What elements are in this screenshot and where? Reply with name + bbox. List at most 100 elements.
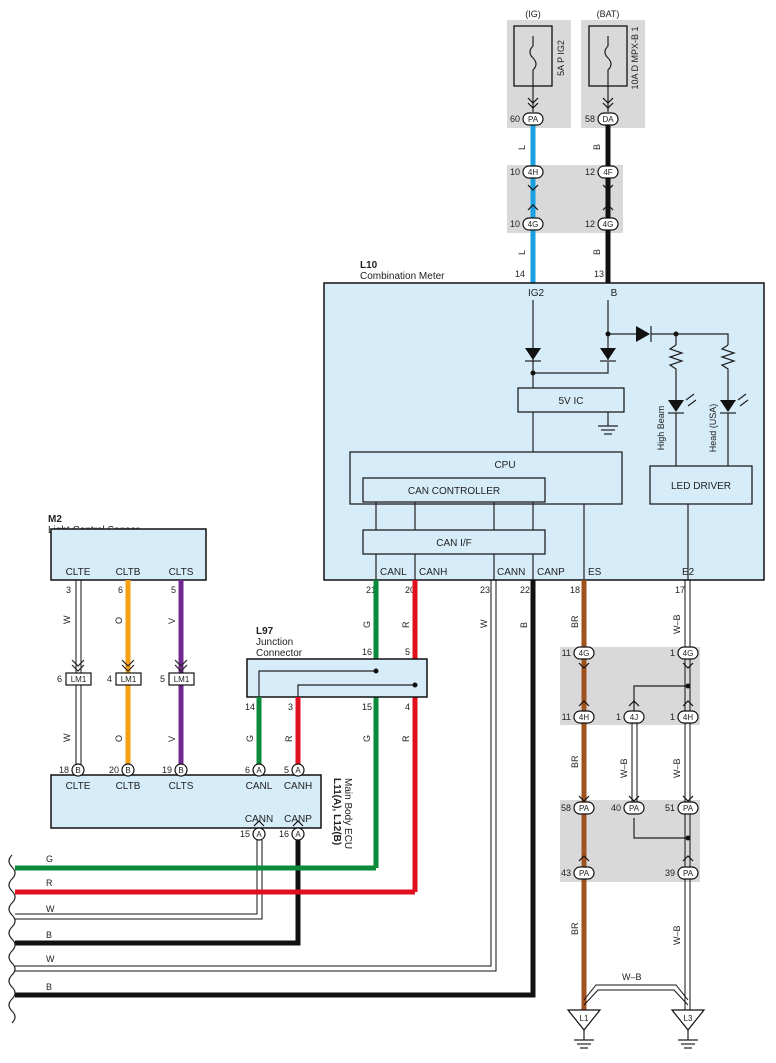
- svg-text:3: 3: [288, 702, 293, 712]
- svg-text:4G: 4G: [603, 220, 614, 229]
- main-body-ecu-box: [50, 774, 322, 829]
- svg-text:CLTE: CLTE: [66, 781, 91, 792]
- svg-text:20: 20: [109, 765, 119, 775]
- svg-text:R: R: [401, 621, 411, 628]
- svg-text:B: B: [519, 622, 529, 628]
- svg-text:5: 5: [160, 674, 165, 684]
- svg-text:L: L: [517, 250, 527, 255]
- svg-text:L: L: [517, 145, 527, 150]
- conn-da-58: DA 58: [585, 112, 619, 126]
- svg-text:17: 17: [675, 585, 685, 595]
- svg-text:CANN: CANN: [497, 567, 525, 578]
- svg-text:5: 5: [284, 765, 289, 775]
- svg-text:16: 16: [362, 647, 372, 657]
- svg-text:PA: PA: [528, 115, 539, 124]
- ecu-name: Main Body ECU: [342, 778, 353, 849]
- conn-4h-1: 4H 1: [670, 710, 699, 724]
- conn-4g-1: 4G 1: [670, 646, 699, 660]
- svg-text:CPU: CPU: [494, 460, 515, 471]
- svg-text:5: 5: [171, 585, 176, 595]
- wire-b-canp-ecu: [15, 840, 301, 946]
- svg-text:G: G: [245, 735, 255, 742]
- svg-text:21: 21: [366, 585, 376, 595]
- svg-text:ES: ES: [588, 567, 602, 578]
- head-usa-label: Head (USA): [708, 404, 718, 453]
- svg-text:11: 11: [562, 712, 571, 722]
- svg-text:1: 1: [670, 712, 675, 722]
- svg-text:W: W: [62, 615, 72, 624]
- fuse-bat-rating: 10A D MPX-B 1: [630, 26, 640, 89]
- can-if-box: [362, 529, 546, 555]
- svg-text:CANH: CANH: [419, 567, 447, 578]
- ecu-pin-canp: A 16: [279, 827, 305, 841]
- svg-text:CANH: CANH: [284, 781, 312, 792]
- junction-code: L97: [256, 626, 274, 637]
- svg-text:14: 14: [245, 702, 255, 712]
- svg-text:CLTS: CLTS: [169, 567, 194, 578]
- svg-text:CAN CONTROLLER: CAN CONTROLLER: [408, 486, 500, 497]
- svg-text:12: 12: [585, 167, 595, 177]
- fuse-ig-element: [529, 36, 537, 78]
- ecu-pin-cltb: B 20: [109, 763, 135, 777]
- svg-text:B: B: [611, 288, 618, 299]
- svg-text:B: B: [46, 982, 52, 992]
- svg-text:BR: BR: [570, 615, 580, 628]
- svg-text:11: 11: [562, 648, 571, 658]
- svg-text:LM1: LM1: [121, 675, 137, 684]
- svg-text:4H: 4H: [528, 168, 538, 177]
- bus-bat-label: (BAT): [597, 9, 620, 19]
- conn-pa-51: PA 51: [665, 801, 699, 815]
- svg-text:L1: L1: [580, 1014, 589, 1023]
- svg-text:5V IC: 5V IC: [558, 396, 583, 407]
- svg-text:4G: 4G: [579, 649, 590, 658]
- svg-text:L3: L3: [684, 1014, 693, 1023]
- svg-text:22: 22: [520, 585, 530, 595]
- can-controller-box: [362, 477, 546, 503]
- wire-wb-bridge: [583, 984, 689, 1006]
- svg-text:58: 58: [585, 114, 595, 124]
- svg-text:V: V: [167, 618, 177, 624]
- svg-text:20: 20: [405, 585, 415, 595]
- svg-text:B: B: [75, 766, 80, 775]
- svg-text:12: 12: [585, 219, 595, 229]
- svg-text:G: G: [362, 621, 372, 628]
- svg-text:W: W: [479, 619, 489, 628]
- svg-text:4J: 4J: [630, 713, 638, 722]
- svg-text:10: 10: [510, 219, 520, 229]
- svg-text:1: 1: [670, 648, 675, 658]
- svg-text:60: 60: [510, 114, 520, 124]
- svg-text:O: O: [114, 617, 124, 624]
- svg-text:6: 6: [57, 674, 62, 684]
- svg-text:19: 19: [162, 765, 172, 775]
- conn-4h-11: 4H 11: [562, 710, 595, 724]
- svg-text:W–B: W–B: [672, 758, 682, 778]
- fuse-bat-element: [604, 36, 612, 78]
- light-control-sensor-box: [50, 528, 207, 581]
- conn-pa-58: PA 58: [561, 801, 595, 815]
- conn-4g-10: 4G 10: [510, 217, 544, 231]
- svg-text:G: G: [362, 735, 372, 742]
- meter-code: L10: [360, 260, 378, 271]
- ecu-pin-clte: B 18: [59, 763, 85, 777]
- bus-ig-label: (IG): [525, 9, 541, 19]
- svg-text:4H: 4H: [579, 713, 589, 722]
- wire-wb-4j: [631, 722, 638, 806]
- fuse-ig-bg: [507, 20, 571, 128]
- svg-text:10: 10: [510, 167, 520, 177]
- svg-text:IG2: IG2: [528, 288, 545, 299]
- led-driver-box: [649, 465, 753, 505]
- svg-text:G: G: [46, 854, 53, 864]
- svg-text:4: 4: [405, 702, 410, 712]
- arrow-markers: [253, 97, 694, 862]
- svg-text:43: 43: [561, 868, 571, 878]
- svg-text:R: R: [46, 878, 53, 888]
- svg-text:18: 18: [59, 765, 69, 775]
- svg-text:1: 1: [616, 712, 621, 722]
- fuse-ig-rating: 5A P IG2: [556, 40, 566, 76]
- wire-w-cann-meter: [15, 580, 497, 972]
- svg-text:B: B: [592, 249, 602, 255]
- ecu-pin-cann: A 15: [240, 827, 266, 841]
- cpu-box: [349, 451, 623, 505]
- svg-text:CANL: CANL: [246, 781, 273, 792]
- conn-lm1-4: LM1 4: [107, 659, 142, 686]
